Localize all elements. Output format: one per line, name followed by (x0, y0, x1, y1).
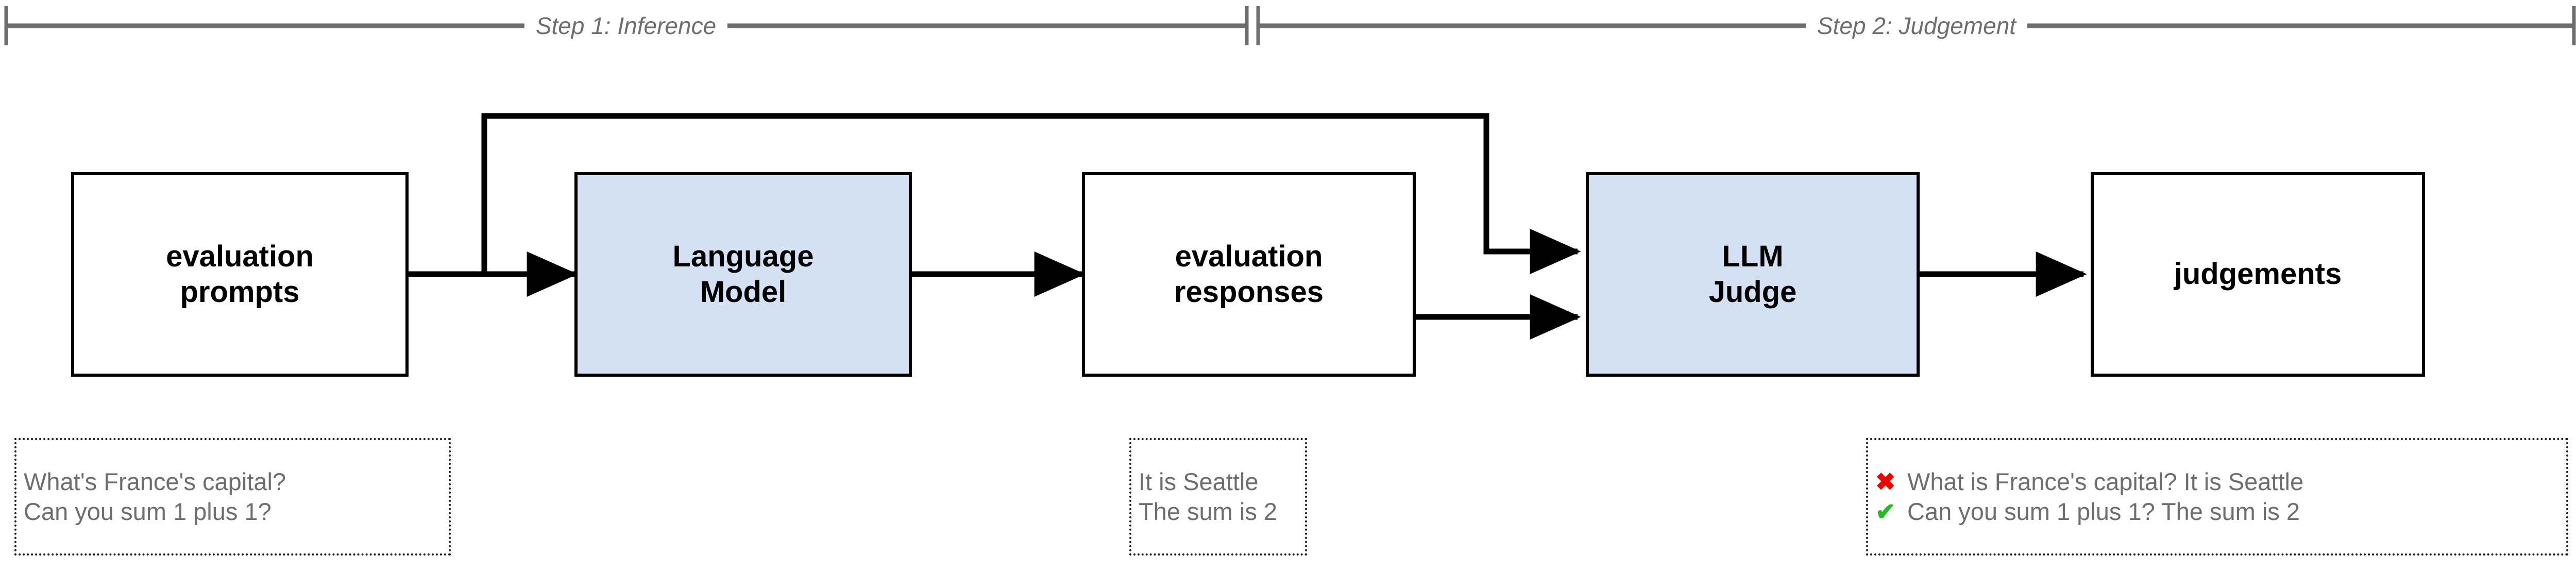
annotation-responses: It is Seattle The sum is 2 (1129, 438, 1307, 556)
node-evaluation-responses[interactable]: evaluation responses (1082, 172, 1416, 377)
cross-mark-icon: ✖ (1875, 467, 1896, 495)
node-evaluation-responses-label: evaluation responses (1174, 240, 1324, 309)
annotation-judgements-text: Can you sum 1 plus 1? The sum is 2 (1907, 498, 2300, 525)
annotation-judgements-text: What is France's capital? It is Seattle (1907, 467, 2304, 495)
annotation-responses-text: It is Seattle (1139, 467, 1259, 495)
annotation-prompts-line: Can you sum 1 plus 1? (24, 497, 442, 527)
annotation-prompts-text: Can you sum 1 plus 1? (24, 498, 272, 525)
node-language-model-label: Language Model (672, 240, 814, 309)
annotation-responses-text: The sum is 2 (1139, 498, 1278, 525)
annotation-prompts-line: What's France's capital? (24, 467, 442, 497)
step-label-inference: Step 1: Inference (524, 12, 728, 40)
node-language-model[interactable]: Language Model (574, 172, 912, 377)
annotation-judgements: ✖ What is France's capital? It is Seattl… (1866, 438, 2568, 556)
check-mark-icon: ✔ (1875, 498, 1896, 525)
annotation-responses-line: It is Seattle (1139, 467, 1298, 497)
arrow-prompts-bypass-to-judge (481, 113, 1581, 274)
step-label-judgement: Step 2: Judgement (1805, 12, 2028, 40)
node-evaluation-prompts-label: evaluation prompts (166, 240, 314, 309)
annotation-prompts-text: What's France's capital? (24, 467, 286, 495)
node-evaluation-prompts[interactable]: evaluation prompts (71, 172, 409, 377)
node-llm-judge-label: LLM Judge (1708, 240, 1797, 309)
node-judgements[interactable]: judgements (2091, 172, 2425, 377)
annotation-judgements-line: ✔ Can you sum 1 plus 1? The sum is 2 (1875, 497, 2559, 527)
annotation-judgements-line: ✖ What is France's capital? It is Seattl… (1875, 467, 2559, 497)
annotation-prompts: What's France's capital? Can you sum 1 p… (14, 438, 451, 556)
annotation-responses-line: The sum is 2 (1139, 497, 1298, 527)
node-judgements-label: judgements (2174, 257, 2342, 291)
node-llm-judge[interactable]: LLM Judge (1586, 172, 1920, 377)
